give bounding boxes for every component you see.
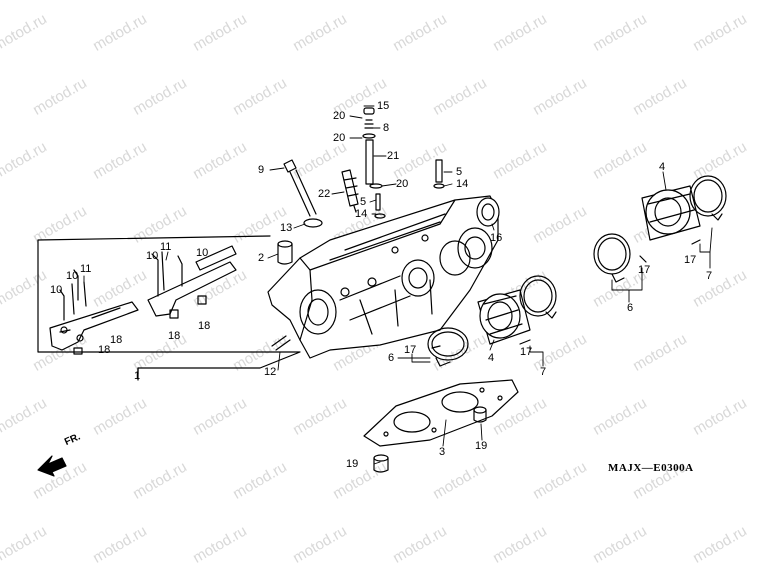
part-6-clamp-lower bbox=[427, 327, 469, 367]
callout-10-b: 10 bbox=[66, 270, 79, 282]
callout-19-a: 19 bbox=[346, 458, 359, 470]
callout-12: 12 bbox=[264, 366, 277, 378]
callout-8: 8 bbox=[383, 122, 390, 134]
callout-20-c: 20 bbox=[396, 178, 409, 190]
callout-22: 22 bbox=[318, 188, 331, 200]
rocker-holder-left bbox=[49, 269, 139, 355]
callout-18-d: 18 bbox=[198, 320, 211, 332]
part-7-clamp-upper bbox=[689, 175, 727, 221]
part-9-bolt bbox=[283, 159, 323, 228]
rocker-holder-middle bbox=[147, 245, 237, 319]
part-3-gasket bbox=[363, 379, 519, 447]
callout-17-a: 17 bbox=[404, 344, 417, 356]
callout-20-a: 20 bbox=[333, 110, 346, 122]
callout-2: 2 bbox=[258, 252, 265, 264]
part-17-screws bbox=[431, 239, 701, 349]
callout-3: 3 bbox=[439, 446, 446, 458]
callout-10-a: 10 bbox=[50, 284, 63, 296]
callout-16: 16 bbox=[490, 232, 503, 244]
callout-6-lower: 6 bbox=[388, 352, 395, 364]
part-19-dowels bbox=[373, 406, 487, 473]
callout-6-upper: 6 bbox=[627, 302, 634, 314]
callout-20-b: 20 bbox=[333, 132, 346, 144]
callout-5-upper: 5 bbox=[456, 166, 463, 178]
front-arrow-icon bbox=[37, 455, 67, 477]
diagram-code: MAJX—E0300A bbox=[608, 462, 694, 474]
callout-13: 13 bbox=[280, 222, 293, 234]
part-21-tube bbox=[362, 107, 383, 189]
part-4-insulator-lower bbox=[477, 289, 531, 345]
callout-17-b: 17 bbox=[520, 346, 533, 358]
part-6-clamp-upper bbox=[593, 233, 631, 283]
cylinder-head bbox=[267, 195, 499, 359]
callout-11-b: 11 bbox=[160, 241, 172, 253]
callout-18-b: 18 bbox=[98, 344, 111, 356]
callout-14-lower: 14 bbox=[355, 208, 368, 220]
callout-10-c: 10 bbox=[146, 250, 159, 262]
callout-17-c: 17 bbox=[638, 264, 651, 276]
part-7-clamp-lower bbox=[519, 275, 557, 319]
callout-4-lower: 4 bbox=[488, 352, 495, 364]
callout-19-b: 19 bbox=[475, 440, 488, 452]
part-4-insulator-upper bbox=[641, 185, 701, 241]
part-16-plug bbox=[476, 197, 500, 227]
callout-10-d: 10 bbox=[196, 247, 209, 259]
part-12-stud bbox=[271, 335, 291, 351]
callout-14-upper: 14 bbox=[456, 178, 469, 190]
callout-7-upper: 7 bbox=[706, 270, 713, 282]
callout-4-upper: 4 bbox=[659, 161, 666, 173]
callout-18-a: 18 bbox=[110, 334, 123, 346]
callout-18-c: 18 bbox=[168, 330, 181, 342]
callout-1: 1 bbox=[134, 370, 141, 382]
part-2-dowel bbox=[277, 240, 293, 265]
callout-11-a: 11 bbox=[80, 263, 92, 275]
callout-21: 21 bbox=[387, 150, 400, 162]
callout-17-d: 17 bbox=[684, 254, 697, 266]
callout-15: 15 bbox=[377, 100, 390, 112]
callout-5-lower: 5 bbox=[360, 196, 367, 208]
callout-9: 9 bbox=[258, 164, 265, 176]
part-22-spark-plug bbox=[341, 169, 359, 213]
callout-7-lower: 7 bbox=[540, 366, 547, 378]
